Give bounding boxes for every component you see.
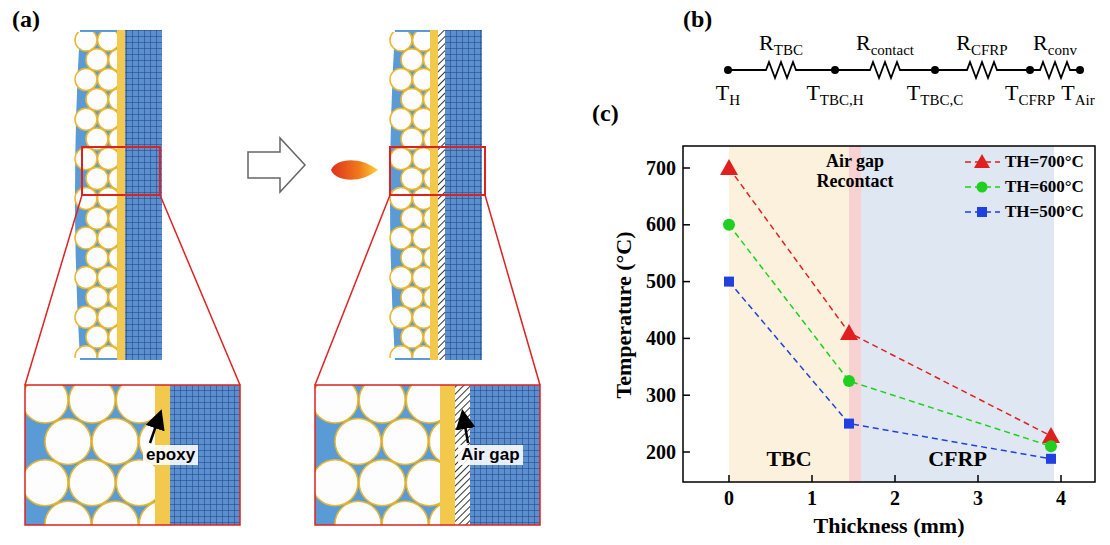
node-label: T — [716, 80, 729, 106]
legend-text: TH=500°C — [1005, 202, 1084, 222]
node-subscript: H — [729, 92, 740, 109]
resistor-label: R — [1033, 30, 1048, 56]
node-subscript: CFRP — [1018, 92, 1055, 109]
callout-label: Air gap — [458, 445, 523, 465]
resistor-label: R — [759, 30, 774, 56]
tick-label: 400 — [646, 327, 676, 350]
tick-label: 300 — [646, 384, 676, 407]
node-label: T — [1061, 80, 1074, 106]
axis-title: Thickness (mm) — [814, 513, 965, 539]
axis-title: Temperature (°C) — [611, 231, 637, 398]
region-label: CFRP — [928, 446, 987, 472]
tick-label: 4 — [1056, 487, 1066, 510]
tick-label: 3 — [973, 487, 983, 510]
region-label: Air gap Recontact — [805, 152, 905, 192]
tick-label: 600 — [646, 213, 676, 236]
region-band: TBC — [729, 146, 849, 482]
tick-label: 500 — [646, 270, 676, 293]
resistor-subscript: conv — [1048, 42, 1077, 59]
tick-label: 200 — [646, 441, 676, 464]
tick-label: 2 — [890, 487, 900, 510]
resistor-label: R — [856, 30, 871, 56]
legend-text: TH=600°C — [1005, 177, 1084, 197]
node-subscript: TBC,H — [820, 92, 864, 109]
node-subscript: Air — [1075, 92, 1095, 109]
region-label: TBC — [766, 446, 811, 472]
resistor-subscript: contact — [871, 42, 914, 59]
panel-label: (b) — [683, 6, 712, 33]
node-label: T — [1005, 80, 1018, 106]
node-subscript: TBC,C — [920, 92, 963, 109]
panel-label: (c) — [592, 100, 619, 127]
node-label: T — [907, 80, 920, 106]
callout-label: epoxy — [143, 445, 198, 465]
node-label: T — [806, 80, 819, 106]
resistor-subscript: TBC — [774, 42, 803, 59]
resistor-subscript: CFRP — [971, 42, 1008, 59]
legend-text: TH=700°C — [1005, 152, 1084, 172]
panel-label: (a) — [12, 6, 40, 33]
tick-label: 0 — [724, 487, 734, 510]
tick-label: 700 — [646, 157, 676, 180]
tick-label: 1 — [807, 487, 817, 510]
resistor-label: R — [956, 30, 971, 56]
region-band: CFRP — [861, 146, 1054, 482]
